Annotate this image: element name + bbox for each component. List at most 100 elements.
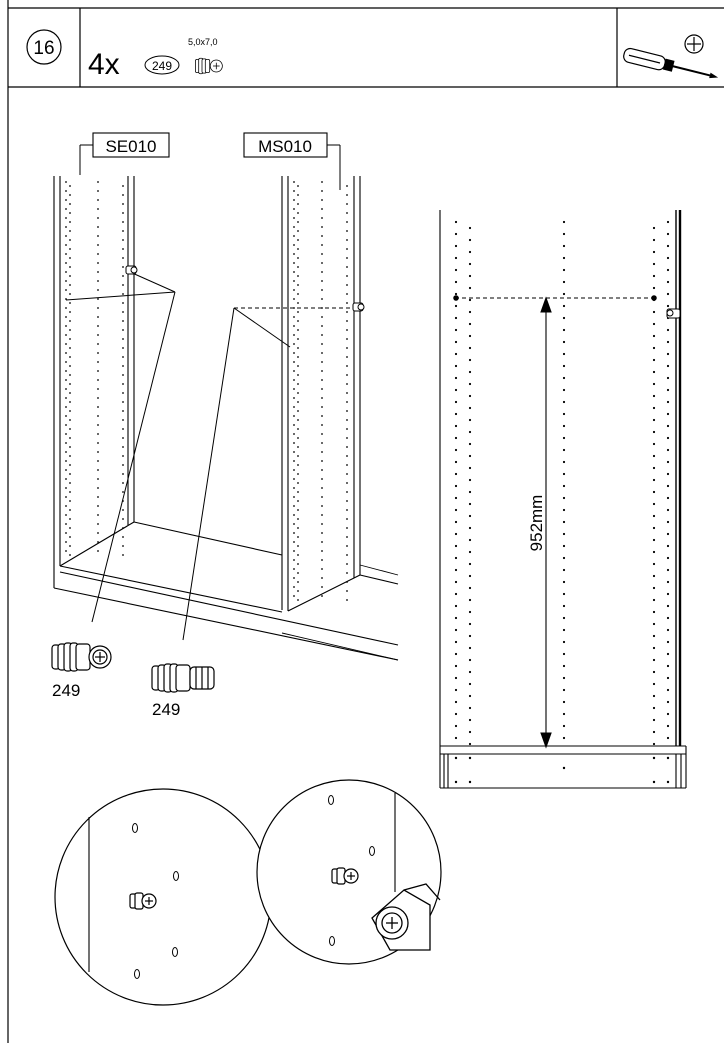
panel-hole xyxy=(562,400,566,404)
panel-hole xyxy=(562,316,566,320)
panel-hole xyxy=(454,304,458,308)
panel-hole xyxy=(97,352,99,354)
panel-hole xyxy=(293,496,295,498)
panel-hole xyxy=(97,406,99,408)
panel-hole xyxy=(468,286,472,290)
panel-hole xyxy=(468,514,472,518)
panel-hole xyxy=(297,194,299,196)
panel-hole xyxy=(97,496,99,498)
panel-hole xyxy=(69,356,71,358)
panel-hole xyxy=(97,487,99,489)
panel-hole xyxy=(69,455,71,457)
panel-hole xyxy=(293,424,295,426)
panel-hole xyxy=(65,415,67,417)
panel-hole xyxy=(97,415,99,417)
panel-hole xyxy=(346,428,348,430)
panel-hole xyxy=(468,538,472,542)
cam-dowel-icon xyxy=(195,57,223,75)
dimension-line xyxy=(453,295,657,749)
panel-hole xyxy=(468,394,472,398)
panel-hole xyxy=(69,320,71,322)
part-size-label: 5,0x7,0 xyxy=(188,37,218,47)
panel-hole xyxy=(293,523,295,525)
panel-hole xyxy=(122,554,124,556)
panel-hole xyxy=(293,262,295,264)
panel-hole xyxy=(652,598,656,602)
panel-hole xyxy=(69,545,71,547)
panel-hole xyxy=(122,284,124,286)
panel-hole xyxy=(297,500,299,502)
panel-hole xyxy=(293,595,295,597)
panel-hole xyxy=(321,334,323,336)
panel-hole xyxy=(666,724,670,728)
panel-hole xyxy=(666,280,670,284)
panel-hole xyxy=(346,437,348,439)
panel-hole xyxy=(297,221,299,223)
panel-hole xyxy=(293,379,295,381)
panel-hole xyxy=(666,292,670,296)
panel-hole xyxy=(97,253,99,255)
panel-hole xyxy=(468,406,472,410)
panel-hole xyxy=(468,694,472,698)
panel-hole xyxy=(293,433,295,435)
panel-hole xyxy=(297,536,299,538)
panel-hole xyxy=(321,586,323,588)
panel-hole xyxy=(346,374,348,376)
panel-hole xyxy=(562,364,566,368)
panel-hole xyxy=(346,419,348,421)
panel-hole xyxy=(321,532,323,534)
panel-hole xyxy=(297,599,299,601)
panel-hole xyxy=(293,271,295,273)
panel-hole xyxy=(65,325,67,327)
panel-hole xyxy=(454,460,458,464)
panel-hole xyxy=(97,343,99,345)
panel-label-ms010: MS010 xyxy=(243,132,341,190)
panel-hole xyxy=(321,199,323,201)
panel-hole xyxy=(666,520,670,524)
panel-hole xyxy=(468,586,472,590)
panel-hole xyxy=(454,688,458,692)
panel-hole xyxy=(652,730,656,734)
panel-hole xyxy=(321,496,323,498)
panel-hole xyxy=(468,298,472,302)
panel-hole xyxy=(652,442,656,446)
panel-hole xyxy=(454,292,458,296)
panel-hole xyxy=(454,700,458,704)
cam-dowel-icon xyxy=(331,867,359,885)
panel-hole xyxy=(562,340,566,344)
side-panel-view xyxy=(439,210,687,789)
cam-dowel-icon xyxy=(151,663,215,693)
panel-hole xyxy=(562,448,566,452)
panel-hole xyxy=(122,293,124,295)
panel-hole xyxy=(65,289,67,291)
panel-hole xyxy=(69,248,71,250)
panel-hole xyxy=(454,676,458,680)
quantity-label: 4x xyxy=(88,48,120,81)
panel-hole xyxy=(97,235,99,237)
panel-hole xyxy=(468,322,472,326)
panel-hole xyxy=(65,280,67,282)
panel-hole xyxy=(297,338,299,340)
panel-hole xyxy=(297,320,299,322)
panel-hole xyxy=(652,334,656,338)
panel-hole xyxy=(97,424,99,426)
panel-hole xyxy=(652,706,656,710)
panel-hole xyxy=(652,274,656,278)
panel-hole xyxy=(562,496,566,500)
panel-hole xyxy=(97,451,99,453)
panel-hole xyxy=(454,496,458,500)
panel-hole xyxy=(297,428,299,430)
panel-hole xyxy=(293,415,295,417)
panel-hole xyxy=(454,664,458,668)
panel-hole xyxy=(297,329,299,331)
panel-hole xyxy=(346,257,348,259)
panel-hole xyxy=(293,487,295,489)
cam-dowel-icon xyxy=(51,642,112,672)
panel-hole xyxy=(454,448,458,452)
panel-hole xyxy=(454,472,458,476)
panel-hole xyxy=(346,338,348,340)
panel-hole xyxy=(666,780,670,784)
panel-hole xyxy=(65,505,67,507)
panel-hole xyxy=(297,203,299,205)
